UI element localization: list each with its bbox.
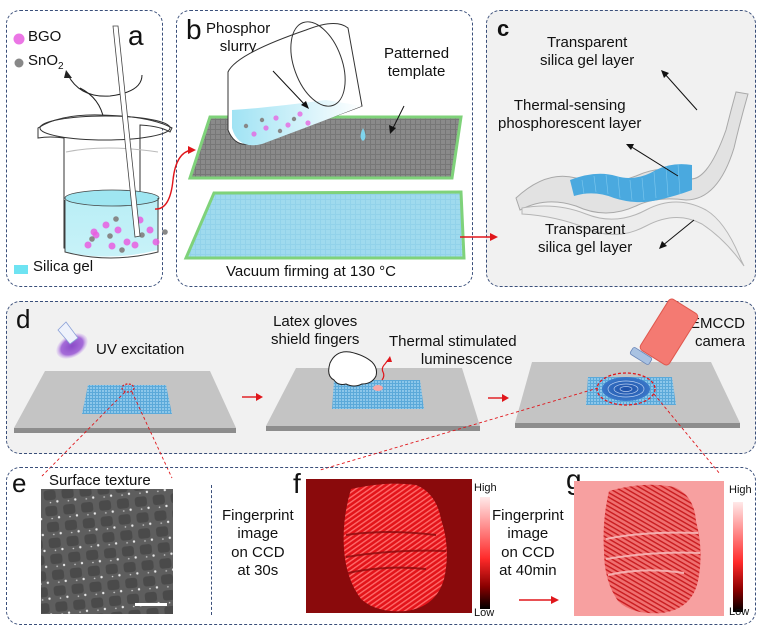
panel-c	[486, 10, 756, 287]
colorbar-g-high: High	[729, 484, 752, 496]
phosphor-slurry-line2: slurry	[219, 38, 257, 56]
stir-rod	[112, 25, 141, 238]
bottom-silica-line1: Transparent	[544, 221, 626, 238]
legend-sno2-subscript: 2	[58, 61, 64, 72]
g-caption-line1: Fingerprint	[492, 507, 564, 524]
fingerprint-40min-caption: Fingerprint image on CCD at 40min	[492, 507, 564, 580]
tsl-line2: luminescence	[420, 351, 513, 369]
legend-silica-gel-swatch	[14, 265, 28, 274]
panel-c-label: c	[497, 16, 510, 41]
sno2-particles	[89, 216, 168, 253]
panel-d	[6, 301, 756, 454]
patterned-template-label: Patterned template	[384, 45, 449, 82]
fingerprint-shape-f	[343, 483, 447, 612]
stir-rotation-arrow	[67, 74, 143, 97]
fingerprint-image-40min	[574, 481, 724, 616]
droplet	[360, 128, 366, 141]
phosphorescent-layer-label: Thermal-sensing phosphorescent layer	[498, 97, 641, 134]
colorbar-f-high: High	[474, 482, 497, 494]
panel-d-label: d	[16, 304, 31, 334]
colorbar-f	[480, 497, 490, 609]
g-caption-line2: image	[507, 525, 549, 543]
fingerprint-30s-caption: Fingerprint image on CCD at 30s	[222, 507, 294, 580]
phosphor-slurry-line1: Phosphor	[206, 20, 271, 37]
panel-efg	[6, 467, 756, 625]
top-silica-line2: silica gel layer	[540, 52, 635, 70]
f-caption-line4: at 30s	[237, 561, 279, 579]
phosphorescent-line2: phosphorescent layer	[498, 115, 642, 133]
divider-e-f	[211, 485, 212, 615]
silica-gel-layer	[183, 190, 466, 260]
scale-bar	[135, 603, 167, 606]
bottom-silica-line2: silica gel layer	[538, 239, 633, 257]
surface-texture-image	[41, 489, 173, 614]
arrow-f-to-g	[519, 596, 559, 604]
emccd-line2: camera	[694, 333, 745, 351]
tsl-line1: Thermal stimulated	[389, 333, 517, 350]
f-caption-line2: image	[237, 525, 279, 543]
panel-f-label: f	[293, 468, 301, 499]
patterned-template-line1: Patterned	[384, 45, 450, 62]
fingerprint-shape-g	[603, 484, 701, 614]
g-caption-line4: at 40min	[499, 561, 557, 579]
f-caption-line1: Fingerprint	[222, 507, 294, 524]
colorbar-f-low: Low	[474, 607, 495, 619]
legend-sno2-name: SnO	[28, 52, 59, 69]
fingerprint-image-30s	[306, 479, 472, 613]
uv-excitation-label: UV excitation	[96, 341, 185, 358]
phosphorescent-layer	[570, 164, 692, 203]
phosphorescent-line1: Thermal-sensing	[513, 97, 626, 114]
top-silica-layer-label: Transparent silica gel layer	[540, 34, 634, 71]
legend-silica-gel-label: Silica gel	[33, 258, 94, 275]
legend-sno2-label: SnO2	[28, 52, 64, 73]
panel-c-illustration	[515, 70, 749, 267]
legend-sno2-dot	[14, 58, 24, 68]
bottom-silica-sheet	[521, 201, 745, 267]
panel-a-label: a	[128, 20, 144, 51]
bottom-silica-layer-label: Transparent silica gel layer	[538, 221, 632, 258]
g-caption-line3: on CCD	[501, 543, 555, 561]
colorbar-g-low: Low	[729, 606, 750, 618]
bgo-particles	[84, 216, 160, 250]
legend-bgo-label: BGO	[28, 28, 62, 45]
emccd-line1: EMCCD	[690, 315, 745, 332]
patterned-template-line2: template	[387, 63, 446, 81]
latex-gloves-line1: Latex gloves	[273, 313, 358, 330]
tilted-beaker	[227, 21, 363, 146]
f-caption-line3: on CCD	[231, 543, 285, 561]
tsl-label: Thermal stimulated luminescence	[389, 333, 517, 370]
panel-b	[176, 10, 473, 287]
latex-gloves-label: Latex gloves shield fingers	[271, 313, 359, 350]
beaker-illustration	[37, 25, 173, 259]
panel-b-label: b	[186, 14, 202, 45]
vacuum-firming-caption: Vacuum firming at 130 °C	[226, 263, 396, 280]
panel-e-label: e	[12, 468, 27, 498]
legend-bgo-dot	[13, 33, 25, 45]
colorbar-g	[733, 502, 743, 612]
phosphor-slurry-label: Phosphor slurry	[206, 20, 270, 57]
surface-texture-title: Surface texture	[49, 472, 151, 489]
emccd-camera-label: EMCCD camera	[690, 315, 745, 352]
panel-a	[6, 10, 163, 287]
top-silica-line1: Transparent	[546, 34, 628, 51]
latex-gloves-line2: shield fingers	[271, 331, 360, 349]
panel-b-illustration	[183, 21, 466, 260]
